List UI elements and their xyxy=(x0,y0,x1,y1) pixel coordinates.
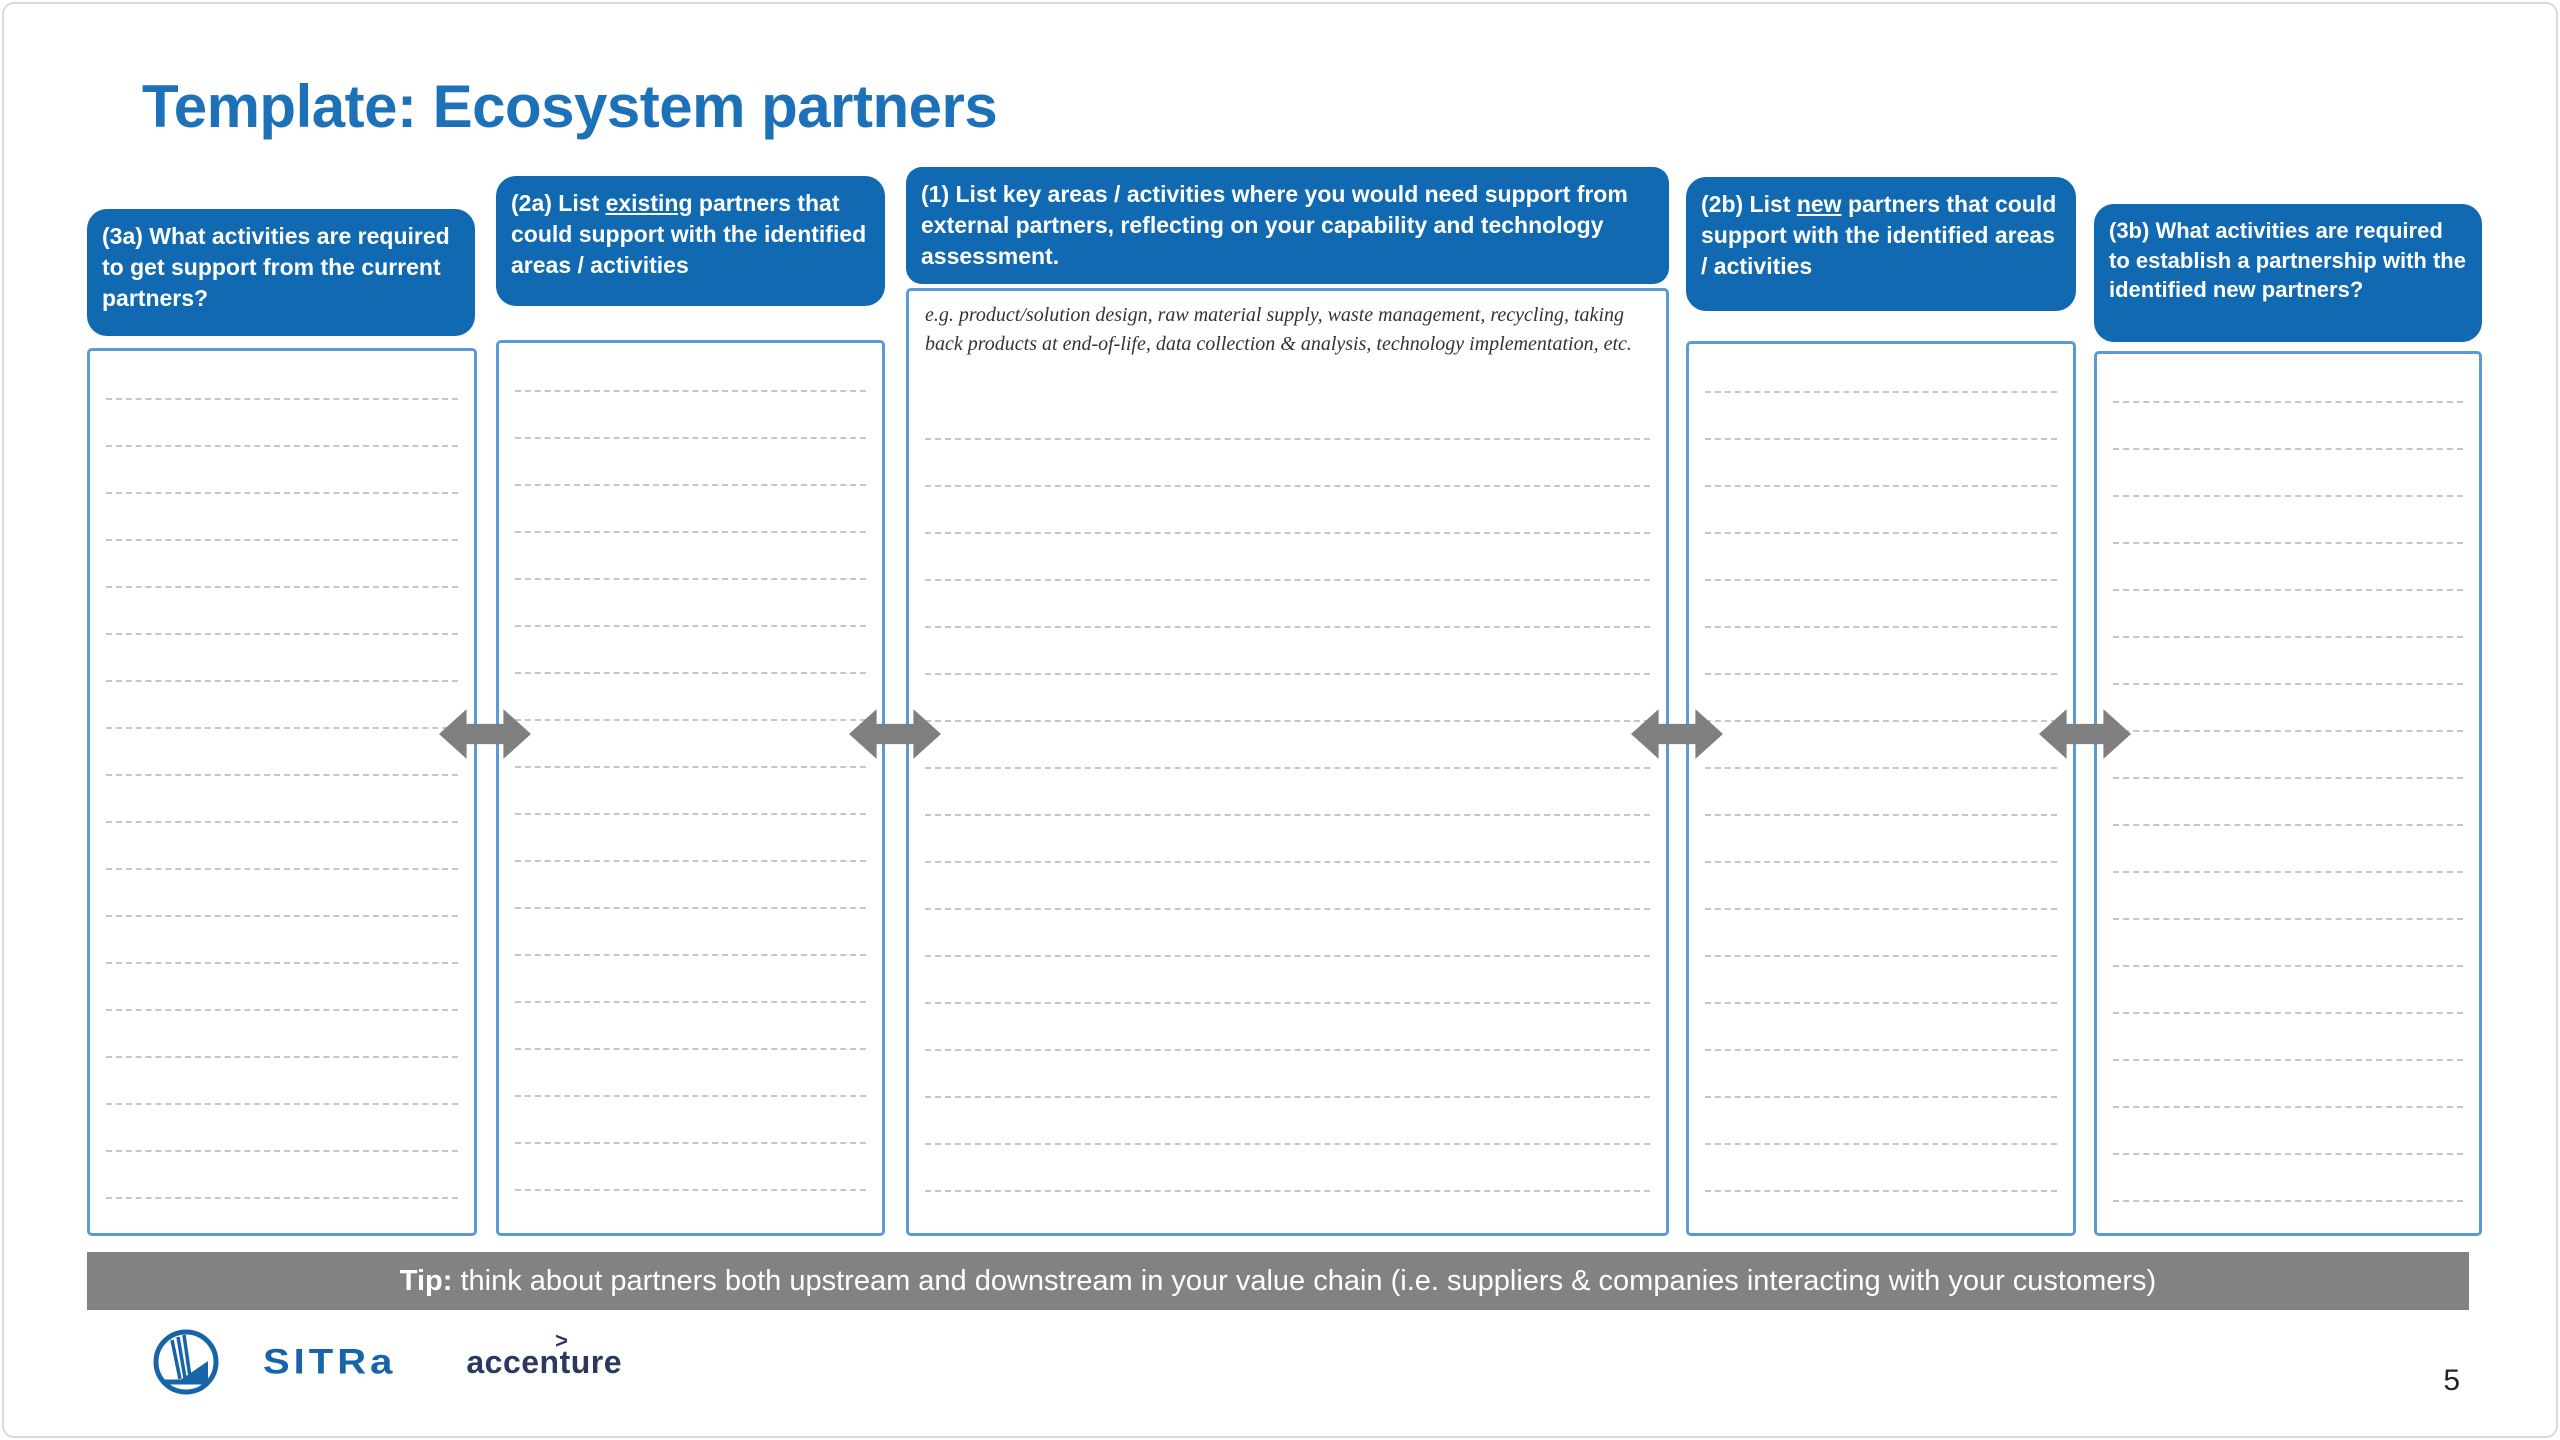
double-arrow-icon xyxy=(1631,709,1723,759)
notes-area-2a[interactable] xyxy=(496,340,885,1236)
column-header-text: partners that could support with the ide… xyxy=(511,190,867,279)
tip-label: Tip: xyxy=(399,1264,453,1297)
page-number: 5 xyxy=(2443,1364,2460,1397)
ruled-lines xyxy=(106,351,458,1229)
column-header-2b: (2b) List new partners that could suppor… xyxy=(1686,177,2076,311)
page-title: Template: Ecosystem partners xyxy=(142,73,998,140)
ruled-lines xyxy=(1705,344,2057,1229)
accenture-text: accenture xyxy=(466,1343,623,1380)
sitra-wordmark: SITRa xyxy=(263,1342,397,1381)
ruled-lines xyxy=(925,391,1650,1229)
column-header-text: (1) List key areas / activities where yo… xyxy=(921,181,1628,270)
footer-logos: SITRa > accenture xyxy=(151,1322,622,1402)
accenture-accent-icon: > xyxy=(555,1327,569,1353)
examples-hint-text: e.g. product/solution design, raw materi… xyxy=(925,304,1632,355)
ruled-lines xyxy=(515,343,866,1229)
notes-area-3a[interactable] xyxy=(87,348,477,1236)
ruled-lines xyxy=(2113,354,2463,1229)
column-header-text: (2b) List xyxy=(1701,191,1797,217)
notes-area-3b[interactable] xyxy=(2094,351,2482,1236)
column-header-3b: (3b) What activities are required to est… xyxy=(2094,204,2482,342)
column-header-text: (2a) List xyxy=(511,190,606,216)
column-header-text: partners that could support with the ide… xyxy=(1701,191,2057,280)
column-header-underlined-text: existing xyxy=(605,190,693,216)
accenture-wordmark: > accenture xyxy=(466,1328,623,1381)
column-header-underlined-text: new xyxy=(1796,191,1842,217)
column-header-text: (3b) What activities are required to est… xyxy=(2109,218,2466,303)
sitra-logo-icon xyxy=(153,1329,219,1395)
double-arrow-icon xyxy=(439,709,531,759)
notes-area-1[interactable]: e.g. product/solution design, raw materi… xyxy=(906,288,1669,1236)
double-arrow-icon xyxy=(2039,709,2131,759)
tip-bar: Tip: think about partners both upstream … xyxy=(87,1252,2469,1310)
tip-text: think about partners both upstream and d… xyxy=(452,1264,2157,1297)
column-header-3a: (3a) What activities are required to get… xyxy=(87,209,475,336)
double-arrow-icon xyxy=(849,709,941,759)
notes-area-2b[interactable] xyxy=(1686,341,2076,1236)
column-header-1: (1) List key areas / activities where yo… xyxy=(906,167,1669,284)
column-header-2a: (2a) List existing partners that could s… xyxy=(496,176,885,306)
column-header-text: (3a) What activities are required to get… xyxy=(102,223,450,312)
